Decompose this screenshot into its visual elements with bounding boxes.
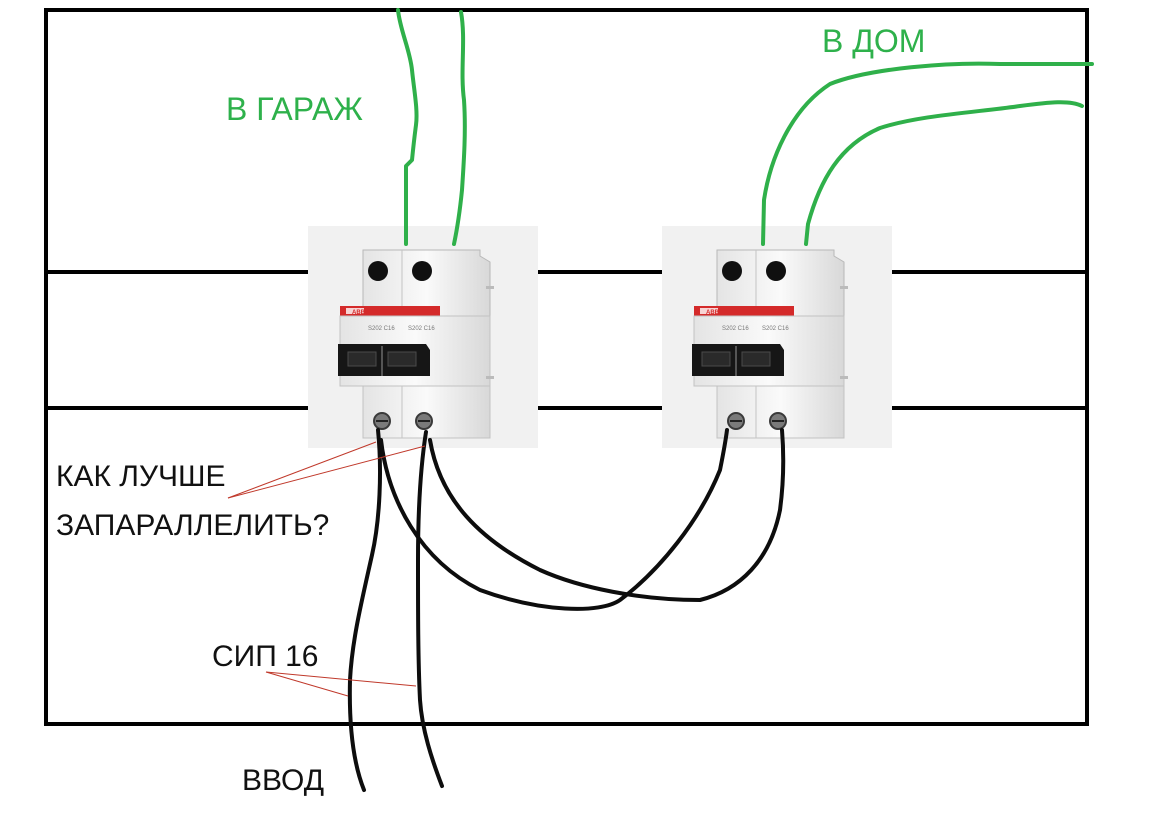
jumper-wire-1 bbox=[379, 428, 729, 611]
breaker-garage: ABB bbox=[307, 225, 539, 449]
label-question-line2: ЗАПАРАЛЛЕЛИТЬ? bbox=[56, 509, 329, 542]
pointer-cable-1 bbox=[265, 671, 349, 697]
pointer-question-2 bbox=[227, 445, 426, 499]
house-wire-2 bbox=[804, 100, 1084, 246]
label-cable: СИП 16 bbox=[212, 640, 319, 673]
pointer-cable-2 bbox=[265, 671, 417, 687]
input-wire-1 bbox=[347, 428, 382, 792]
label-garage: В ГАРАЖ bbox=[226, 91, 363, 127]
breaker-house: ABB bbox=[661, 225, 893, 449]
breaker-brand-label: ABB bbox=[352, 310, 366, 316]
label-input: ВВОД bbox=[242, 764, 324, 797]
house-wire-1 bbox=[761, 61, 1094, 246]
jumper-wire-2 bbox=[428, 428, 786, 602]
panel-frame bbox=[44, 8, 1089, 726]
input-wire-2 bbox=[416, 430, 444, 788]
pointer-question-1 bbox=[227, 441, 377, 499]
garage-wire-2 bbox=[452, 10, 467, 246]
label-house: В ДОМ bbox=[822, 23, 925, 59]
breaker-brand-label: ABB bbox=[706, 310, 720, 316]
garage-wire-1 bbox=[396, 8, 419, 246]
label-question-line1: КАК ЛУЧШЕ bbox=[56, 460, 226, 493]
